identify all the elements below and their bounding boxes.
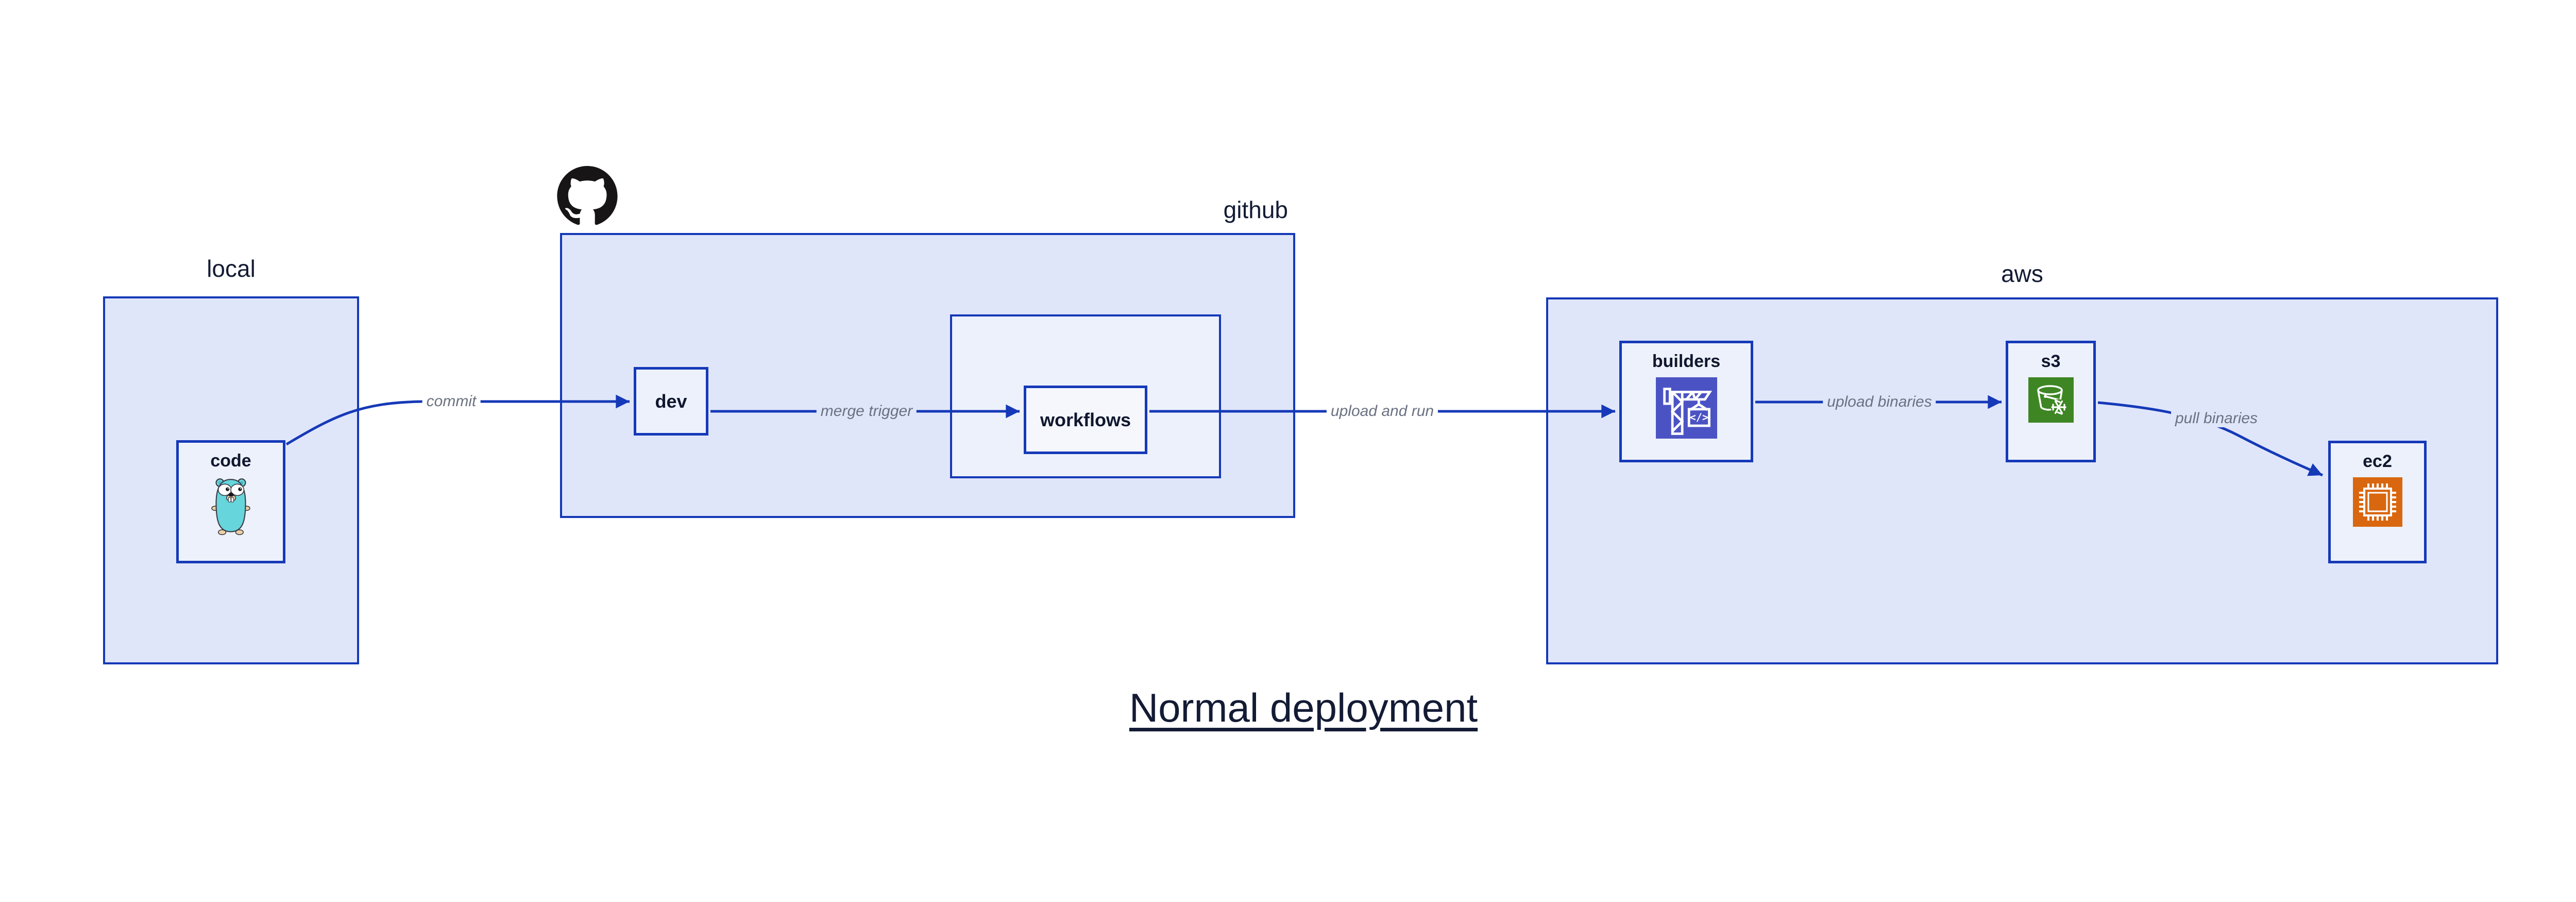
s3-node-label: s3 bbox=[2041, 352, 2061, 371]
code-node: code bbox=[176, 440, 285, 563]
s3-glacier-bucket-icon bbox=[2008, 377, 2093, 423]
dev-branch-node: dev bbox=[634, 367, 708, 436]
go-gopher-icon bbox=[179, 477, 283, 537]
builders-node-label: builders bbox=[1652, 352, 1721, 371]
dev-node-label: dev bbox=[655, 390, 687, 412]
builders-node: builders </> bbox=[1619, 341, 1753, 462]
codebuild-crane-icon: </> bbox=[1622, 377, 1751, 439]
ec2-node-label: ec2 bbox=[2363, 452, 2392, 471]
merge-trigger-edge-label: merge trigger bbox=[816, 403, 917, 420]
upload-binaries-edge-label: upload binaries bbox=[1823, 393, 1936, 411]
local-container-label: local bbox=[207, 255, 256, 282]
ec2-chip-icon bbox=[2331, 477, 2424, 527]
s3-node: s3 bbox=[2006, 341, 2096, 462]
pull-binaries-edge-label: pull binaries bbox=[2171, 410, 2262, 427]
github-container-label: github bbox=[1223, 196, 1288, 223]
aws-container-label: aws bbox=[2001, 260, 2043, 287]
workflows-node: workflows bbox=[1024, 386, 1147, 454]
diagram-title: Normal deployment bbox=[1129, 685, 1478, 730]
code-node-label: code bbox=[210, 451, 251, 471]
upload-and-run-edge-label: upload and run bbox=[1326, 403, 1438, 420]
commit-edge-label: commit bbox=[422, 393, 481, 410]
codebuild-code-glyph: </> bbox=[1689, 411, 1708, 423]
ec2-node: ec2 bbox=[2328, 441, 2427, 563]
github-octocat-icon bbox=[557, 166, 618, 228]
workflows-node-label: workflows bbox=[1040, 409, 1131, 430]
